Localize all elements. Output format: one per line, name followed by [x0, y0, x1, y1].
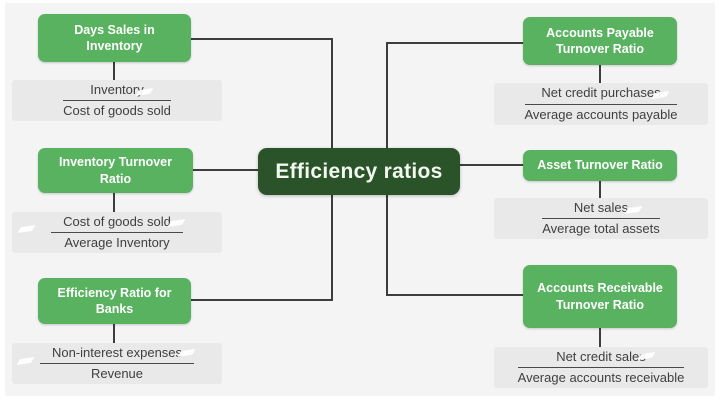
connector-left-top-horizontal — [190, 38, 333, 40]
formula-asset-turnover-ratio: Net sales Average total assets — [494, 198, 708, 239]
formula-inventory-turnover-ratio: Cost of goods sold Average Inventory — [12, 212, 222, 253]
fraction: Net sales Average total assets — [542, 200, 660, 238]
fraction-denominator: Average Inventory — [64, 235, 170, 250]
fraction-denominator: Average total assets — [542, 221, 660, 236]
node-inventory-turnover-ratio: Inventory Turnover Ratio — [38, 148, 193, 193]
connector-stub-accounts-receivable — [599, 328, 601, 347]
connector-right-bottom-horizontal — [386, 294, 523, 296]
fraction-numerator: Non-interest expenses — [39, 345, 195, 364]
node-label: Inventory Turnover Ratio — [59, 155, 172, 186]
node-asset-turnover-ratio: Asset Turnover Ratio — [523, 150, 677, 181]
connector-right-top-horizontal — [386, 42, 523, 44]
node-label: Accounts Receivable Turnover Ratio — [537, 281, 663, 312]
fraction: Net credit purchases Average accounts pa… — [524, 85, 678, 123]
node-days-sales-in-inventory: Days Sales in Inventory — [38, 14, 191, 62]
node-label: Days Sales in Inventory — [74, 22, 155, 53]
fraction-numerator: Net credit purchases — [524, 85, 678, 105]
connector-stub-inventory-turnover — [113, 193, 115, 212]
node-efficiency-ratio-for-banks: Efficiency Ratio for Banks — [38, 278, 191, 324]
connector-stub-asset-turnover — [599, 181, 601, 198]
connector-stub-accounts-payable — [599, 65, 601, 83]
fraction-numerator: Cost of goods sold — [51, 214, 183, 233]
fraction: Cost of goods sold Average Inventory — [51, 214, 183, 252]
center-node-efficiency-ratios: Efficiency ratios — [258, 148, 460, 195]
center-node-label: Efficiency ratios — [275, 159, 443, 183]
highlight-slash-icon — [16, 356, 35, 366]
fraction-denominator: Average accounts payable — [524, 106, 678, 122]
fraction-numerator: Net credit sales — [517, 349, 685, 368]
connector-stub-efficiency-banks — [113, 324, 115, 343]
fraction-numerator: Inventory — [63, 82, 171, 101]
formula-days-sales-in-inventory: Inventory Cost of goods sold — [12, 80, 222, 121]
node-accounts-payable-turnover-ratio: Accounts Payable Turnover Ratio — [523, 17, 677, 65]
formula-accounts-receivable-turnover-ratio: Net credit sales Average accounts receiv… — [494, 347, 708, 388]
connector-left-middle-horizontal — [193, 169, 259, 171]
formula-efficiency-ratio-for-banks: Non-interest expenses Revenue — [12, 343, 222, 384]
fraction: Net credit sales Average accounts receiv… — [517, 349, 685, 387]
fraction-denominator: Cost of goods sold — [63, 103, 171, 118]
fraction-numerator: Net sales — [542, 200, 660, 219]
fraction-denominator: Average accounts receivable — [517, 370, 685, 385]
highlight-slash-icon — [17, 224, 36, 234]
node-label: Accounts Payable Turnover Ratio — [546, 25, 654, 56]
node-label: Efficiency Ratio for Banks — [57, 285, 172, 316]
connector-stub-days-sales — [113, 62, 115, 80]
fraction: Non-interest expenses Revenue — [39, 345, 195, 383]
connector-right-middle-horizontal — [460, 164, 523, 166]
fraction: Inventory Cost of goods sold — [63, 82, 171, 120]
node-accounts-receivable-turnover-ratio: Accounts Receivable Turnover Ratio — [523, 265, 677, 328]
node-label: Asset Turnover Ratio — [537, 158, 663, 173]
connector-left-bottom-horizontal — [190, 299, 333, 301]
fraction-denominator: Revenue — [90, 366, 144, 381]
formula-accounts-payable-turnover-ratio: Net credit purchases Average accounts pa… — [494, 83, 708, 125]
